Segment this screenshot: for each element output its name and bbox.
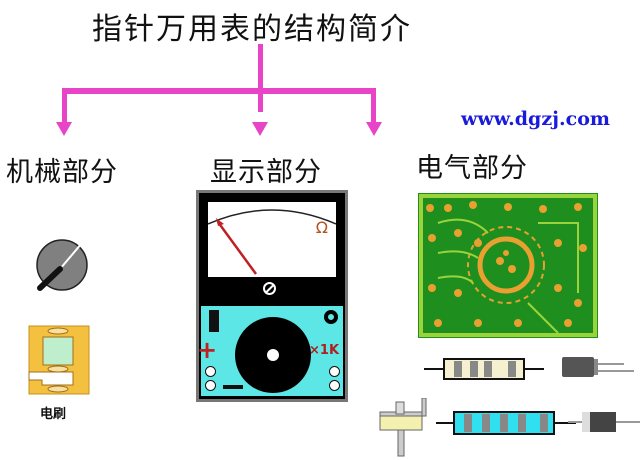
range-label: ×1K	[309, 343, 340, 358]
adjust-knob-icon[interactable]	[324, 310, 338, 324]
section-label-display: 显示部分	[210, 157, 322, 188]
meter-dial: Ω	[208, 202, 336, 277]
probe-jack-1[interactable]	[205, 366, 216, 377]
capacitor	[562, 357, 634, 377]
plus-sign: +	[197, 336, 218, 364]
arrow-down-icon	[56, 122, 72, 136]
arrow-down-icon	[252, 122, 268, 136]
multimeter-face: Ω ×1K +	[196, 190, 348, 402]
knob-screwdriver-icon	[36, 239, 88, 291]
pcb-board	[418, 193, 598, 338]
zero-adjust-icon[interactable]	[263, 282, 276, 295]
section-label-mechanical: 机械部分	[6, 157, 118, 188]
connector-left	[62, 88, 67, 126]
arrow-down-icon	[366, 122, 382, 136]
connector-trunk	[258, 44, 263, 112]
minus-sign	[223, 385, 243, 389]
section-label-electrical: 电气部分	[416, 153, 528, 184]
brush-caption: 电刷	[40, 407, 67, 422]
connector-bar	[62, 88, 376, 94]
resistor-cyan	[436, 411, 576, 435]
meter-panel: ×1K +	[197, 306, 343, 396]
watermark-url[interactable]: www.dgzj.com	[461, 108, 610, 130]
probe-jack-4[interactable]	[329, 380, 340, 391]
brush-icon	[28, 325, 90, 395]
range-selector-knob[interactable]	[235, 317, 311, 393]
panel-slot	[209, 310, 219, 332]
probe-jack-3[interactable]	[329, 366, 340, 377]
ohm-symbol: Ω	[315, 218, 328, 237]
potentiometer	[379, 398, 427, 457]
diode	[568, 412, 640, 432]
diagram-title: 指针万用表的结构简介	[92, 12, 412, 47]
connector-right	[371, 88, 376, 126]
probe-jack-2[interactable]	[205, 380, 216, 391]
resistor-beige	[424, 358, 544, 380]
